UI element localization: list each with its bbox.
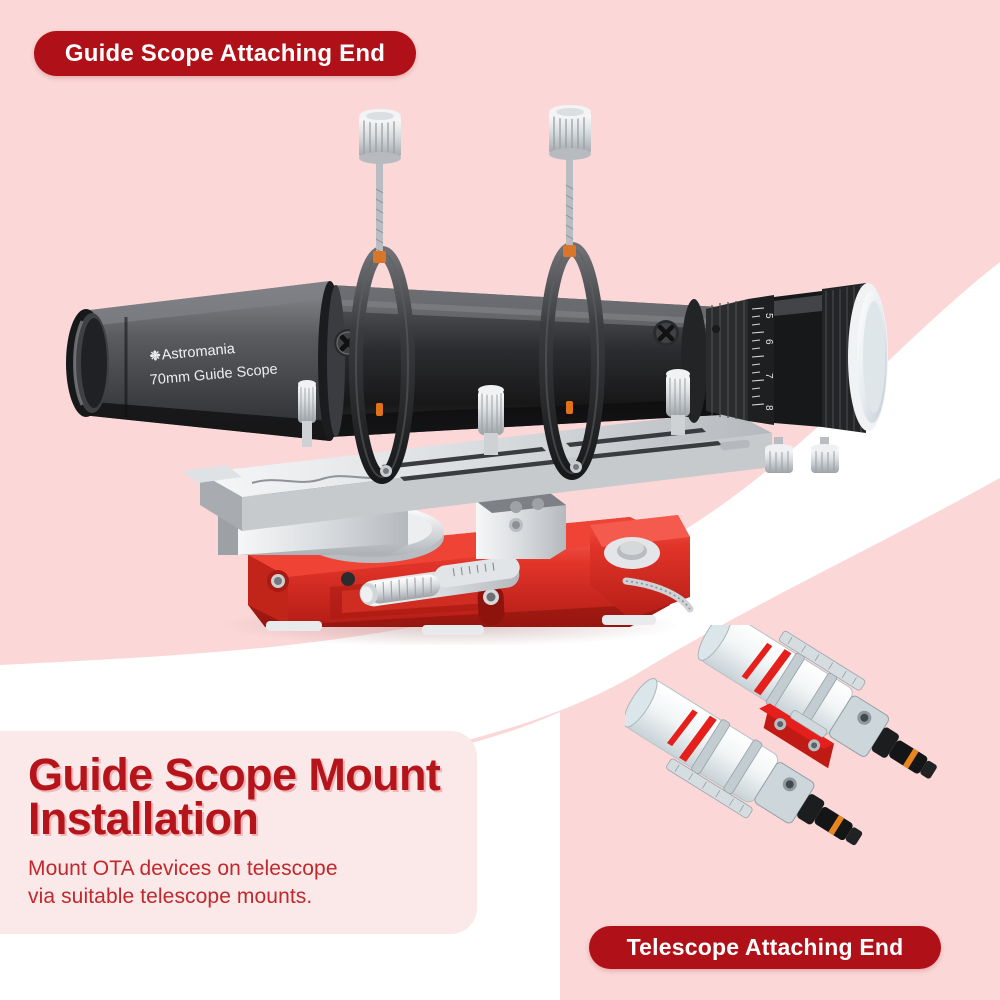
subcopy-line-1: Mount OTA devices on telescope [28,857,338,881]
brand-logo-glyph: ❉ [149,348,161,364]
focuser-scale-label-8: 8 [763,405,774,411]
headline-line-1: Guide Scope Mount [28,749,441,800]
upper-telescope-assembly [697,625,937,779]
subcopy-line-2: via suitable telescope mounts. [28,885,313,909]
inset-product-illustration [625,625,937,846]
brand-name-text: Astromania [161,341,236,363]
optical-tube [330,285,720,437]
headline-line-2: Installation [28,793,259,845]
background-white-sweep [0,262,1000,786]
helical-focuser: 5 6 7 8 [706,291,822,427]
lower-telescope-assembly [625,678,863,846]
ring-thumbscrew-bottom-mid [478,385,504,455]
focuser-lock-screw-b [811,437,839,473]
ring-index-mark-front [376,403,383,416]
focuser-scale-label-5: 5 [763,313,774,319]
ring-thumbscrew-top-front [359,109,401,263]
badge-guide-scope-attaching-end: Guide Scope Attaching End [34,31,416,76]
installation-text-card: Guide Scope Mount Installation Mount OTA… [0,731,477,934]
silver-clamp-block [476,493,566,559]
focuser-scale-label-7: 7 [763,373,774,379]
ring-thumbscrew-top-rear [549,105,591,257]
ring-thumbscrew-bottom-rear [666,369,690,435]
azimuth-knurled-band [622,577,694,613]
focuser-scale-label-6: 6 [763,339,774,345]
base-foot-left [266,621,322,631]
ring-thumbscrew-bottom-front [298,380,316,447]
main-product-illustration: ❉ Astromania 70mm Guide Scope [66,105,888,645]
ring-index-mark-rear [566,401,573,414]
dew-shield: ❉ Astromania 70mm Guide Scope [66,281,330,441]
base-foot-right [602,615,656,625]
installation-text-inner: Guide Scope Mount Installation Mount OTA… [28,752,458,911]
page-subcopy: Mount OTA devices on telescope via suita… [28,855,458,911]
base-foot-middle [422,625,484,635]
page-headline: Guide Scope Mount Installation [28,752,458,845]
badge-telescope-attaching-end: Telescope Attaching End [589,926,941,969]
micrometer-adjuster-knob [359,556,520,607]
eyepiece-barrel [822,283,888,433]
focuser-lock-screw-a [765,437,793,473]
red-bridge-bracket [759,703,835,769]
